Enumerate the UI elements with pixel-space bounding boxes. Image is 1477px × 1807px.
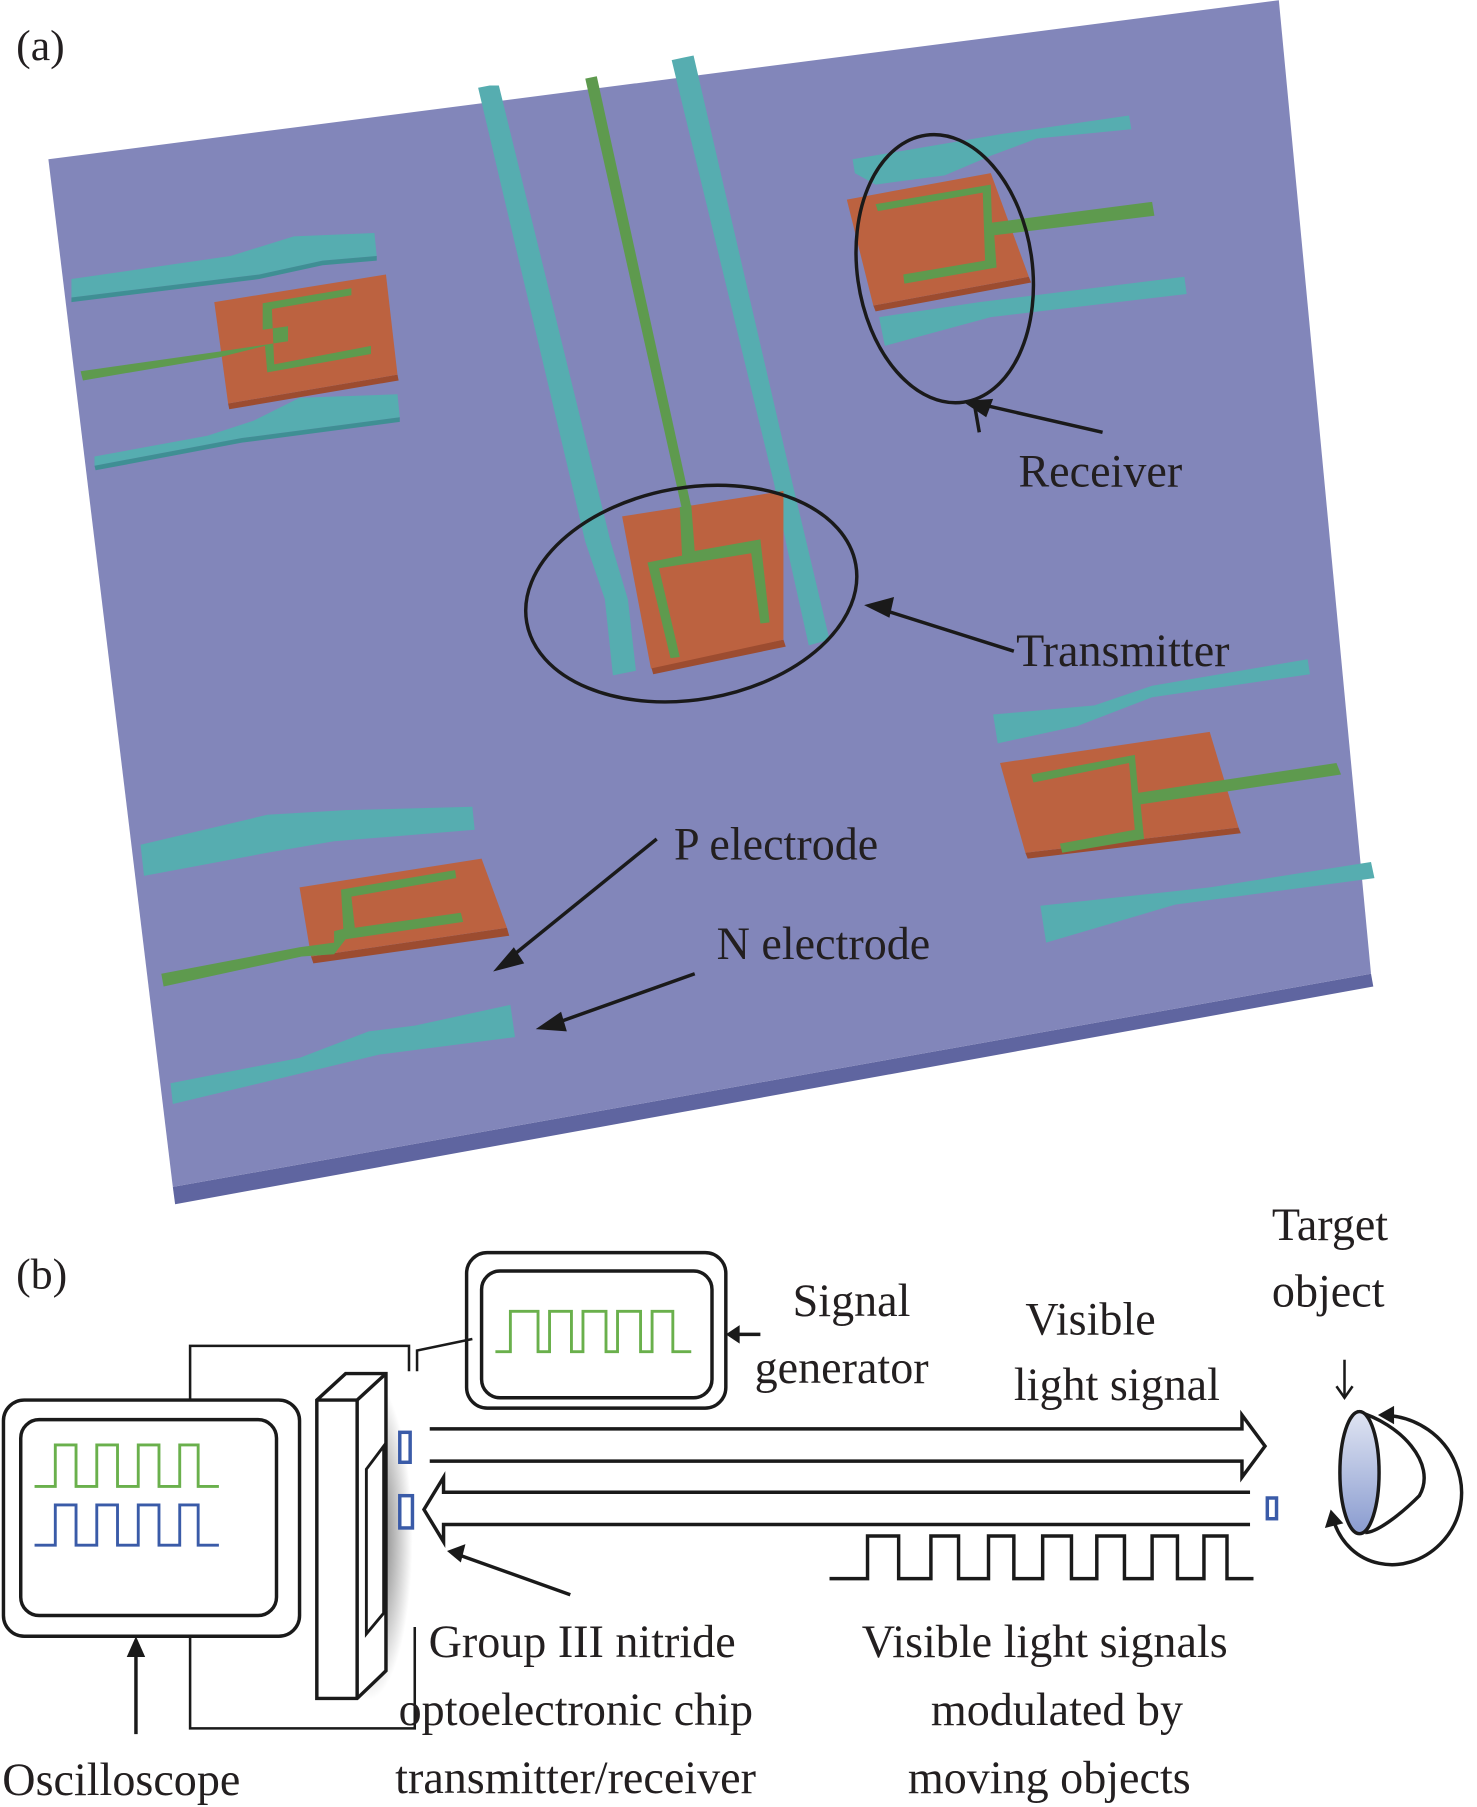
visible-light-label-line1: Visible <box>1025 1293 1155 1344</box>
device-receiver <box>846 115 1187 405</box>
p-electrode-arrowhead <box>493 947 525 972</box>
modulated-label-line3: moving objects <box>908 1752 1191 1803</box>
oscilloscope-arrowhead <box>126 1636 146 1657</box>
receiver-label: Receiver <box>1018 445 1182 496</box>
connection-wires <box>188 1337 473 1730</box>
annotation-arrows-a <box>493 398 1103 1032</box>
chip-arrowhead <box>447 1544 466 1563</box>
reflection-marker <box>1265 1496 1279 1521</box>
signal-generator <box>464 1250 761 1410</box>
signal-generator-label-line1: Signal <box>793 1275 911 1326</box>
oscilloscope-trace-top <box>34 1443 219 1488</box>
oscilloscope-trace-bottom <box>34 1503 219 1547</box>
visible-light-label-line2: light signal <box>1014 1359 1220 1410</box>
panel-a-label: (a) <box>16 22 65 70</box>
chip-label-line3: transmitter/receiver <box>395 1752 756 1803</box>
generator-trace <box>495 1309 692 1354</box>
signal-generator-arrowhead <box>725 1325 740 1344</box>
device-bottom-right <box>993 659 1375 943</box>
p-electrode-label: P electrode <box>674 819 878 870</box>
oscilloscope <box>1 1398 302 1735</box>
device-transmitter <box>523 483 859 704</box>
modulated-signal-waveform <box>829 1534 1254 1581</box>
rotation-arrow <box>1331 1413 1464 1567</box>
transmitter-label: Transmitter <box>1016 625 1229 676</box>
modulated-label-line1: Visible light signals <box>862 1616 1228 1667</box>
receiver-arrowhead <box>962 398 994 418</box>
target-object-label-line1: Target <box>1272 1199 1388 1250</box>
returning-light-arrow <box>421 1471 1251 1548</box>
target-object-label-line2: object <box>1272 1266 1385 1317</box>
device-bottom-left <box>140 806 515 1104</box>
target-arrowhead <box>1335 1385 1354 1400</box>
chip-label-line1: Group III nitride <box>429 1616 736 1667</box>
modulated-label-line2: modulated by <box>931 1684 1183 1735</box>
panel-b-label: (b) <box>16 1250 67 1298</box>
transmitter-arrowhead <box>864 597 895 618</box>
device-top-left <box>71 232 400 471</box>
outgoing-light-arrow <box>429 1409 1268 1483</box>
oscilloscope-label: Oscilloscope <box>2 1754 240 1805</box>
signal-generator-label-line2: generator <box>755 1342 929 1393</box>
rotation-arrowhead-top <box>1377 1405 1395 1425</box>
receiver-highlight-ellipse <box>854 132 1036 405</box>
n-electrode-arrowhead <box>535 1011 567 1032</box>
rotation-arrowhead-bottom <box>1324 1509 1344 1528</box>
chip-mount <box>315 1371 413 1701</box>
transmitter-led-marker <box>398 1430 412 1464</box>
transmitter-highlight-ellipse <box>523 483 859 704</box>
chip-label-line2: optoelectronic chip <box>399 1684 753 1735</box>
target-object <box>1324 1359 1464 1567</box>
n-electrode-label: N electrode <box>717 918 931 969</box>
receiver-pd-marker <box>398 1493 415 1530</box>
